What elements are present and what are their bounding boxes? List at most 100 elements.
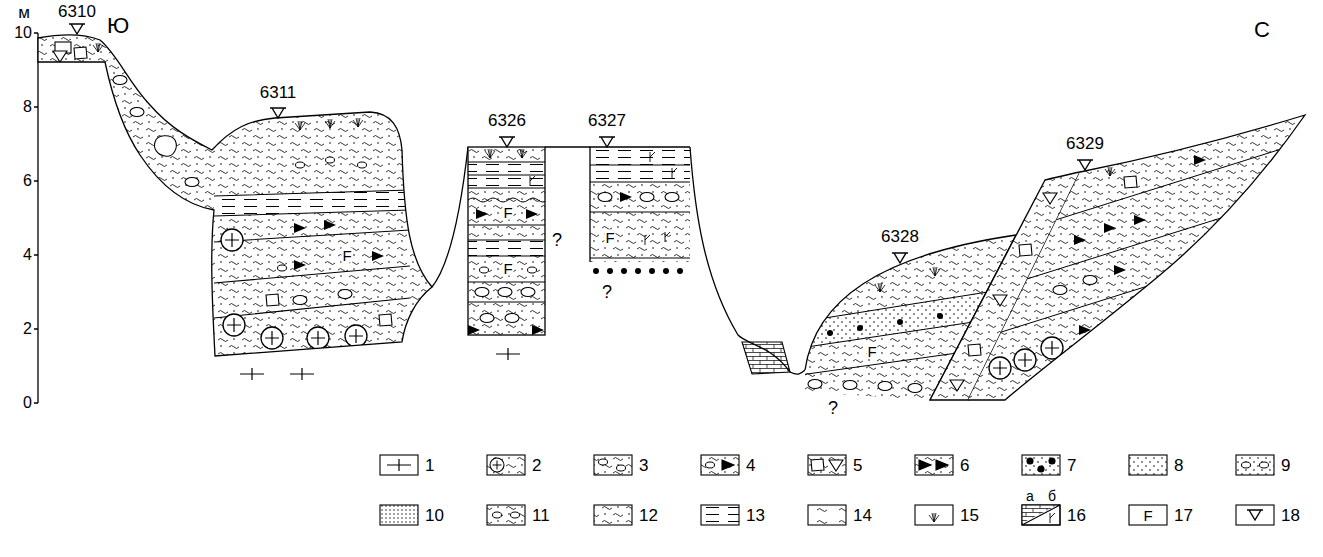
section-6326: [530, 176, 535, 186]
legend-swatches: [490, 458, 504, 472]
legend-swatches: [811, 459, 824, 471]
section-6329: [989, 357, 1011, 379]
inclined-band: [1043, 193, 1057, 204]
section-6327: [640, 193, 654, 202]
section-6326: [532, 325, 544, 335]
section-6327: [621, 268, 627, 274]
legend-swatches: [493, 512, 502, 518]
section-6329: [1083, 276, 1097, 285]
section-6327: [645, 235, 650, 245]
section-6311: [53, 51, 67, 62]
section-6328: [937, 313, 943, 319]
ground-line: [690, 147, 805, 374]
section-6329: [1074, 235, 1086, 245]
inclined-band: [968, 344, 981, 356]
legend-swatches: [701, 505, 739, 525]
legend-swatches: [487, 505, 525, 525]
section-6327: [672, 168, 677, 178]
section-marker: [599, 137, 615, 147]
legend-swatches: [1022, 505, 1060, 525]
inclined-band: [930, 172, 1080, 400]
section-6327: [620, 192, 632, 202]
section-6311: [379, 314, 392, 326]
section-6311: [214, 190, 410, 216]
section-6328: [897, 319, 903, 325]
section-6328: [843, 381, 857, 390]
legend-number: 13: [746, 507, 765, 524]
legend-swatches: [808, 455, 846, 475]
section-6326: [521, 288, 535, 297]
legend-swatches: [1247, 510, 1263, 520]
section-6327: [663, 268, 669, 274]
legend-number: 4: [746, 457, 755, 474]
section-6327: [635, 268, 641, 274]
section-6311: [30, 20, 430, 365]
inclined-band: [950, 380, 964, 391]
section-6329: [1104, 223, 1116, 233]
direction-label: С: [1254, 19, 1270, 41]
legend-number: 7: [1067, 457, 1076, 474]
legend-number: 1: [425, 457, 434, 474]
section-6311: [372, 251, 384, 261]
height-axis: [34, 33, 38, 403]
section-6327: [593, 268, 683, 274]
fauna-mark: F: [866, 344, 877, 359]
section-6311: [74, 47, 87, 59]
legend-number: 2: [532, 457, 541, 474]
section-6311: [290, 368, 314, 380]
section-6326: [475, 288, 489, 297]
legend-number: 16: [1067, 507, 1086, 524]
ground-line: [545, 146, 590, 147]
section-6311: [338, 290, 352, 299]
section-6328: [808, 380, 822, 389]
legend-swatches: [599, 459, 608, 465]
axis-number: 6: [23, 173, 32, 189]
question-mark: ?: [551, 231, 563, 249]
inclined-band: [993, 295, 1007, 306]
section-6327: [590, 147, 690, 262]
section-6326: [480, 314, 494, 323]
section-6311: [240, 368, 264, 380]
section-marker: [892, 253, 908, 263]
section-6327: [607, 268, 613, 274]
legend-symbol: F: [1143, 508, 1152, 523]
legend-swatches: [722, 460, 734, 470]
section-6311: [358, 162, 367, 168]
legend-swatches: [380, 505, 418, 525]
section-6329: [1114, 265, 1126, 275]
section-6326: [528, 267, 537, 273]
section-6329: [960, 140, 1310, 345]
section-6329: [960, 110, 1310, 405]
legend-number: 6: [960, 457, 969, 474]
section-6329: [1124, 176, 1137, 188]
legend-number: 18: [1281, 507, 1300, 524]
section-6326: [468, 147, 545, 335]
section-6329: [1014, 349, 1036, 371]
section-6311: [38, 35, 432, 356]
section-6329: [968, 115, 1305, 400]
height-axis: [37, 33, 38, 403]
legend-swatches: [1242, 462, 1251, 468]
legend-swatches: [701, 455, 739, 475]
section-6311: [295, 121, 305, 130]
section-6311: [325, 119, 335, 128]
section-6327: [650, 152, 655, 162]
legend-swatches: [1022, 505, 1060, 525]
legend-number: 17: [1174, 507, 1193, 524]
section-6328: [857, 325, 863, 331]
axis-number: 0: [23, 395, 32, 411]
section-6311: [30, 20, 432, 380]
section-6327: [665, 193, 679, 202]
legend-sublabel: а: [1026, 489, 1034, 503]
legend-swatches: [594, 455, 632, 475]
section-6327: [590, 147, 690, 262]
legend-swatches: [380, 455, 418, 475]
legend-swatches: [919, 460, 931, 470]
section-6329: [1134, 215, 1146, 225]
legend-number: 3: [639, 457, 648, 474]
section-6326: [485, 149, 495, 158]
section-6311: [296, 162, 305, 168]
fauna-mark: F: [604, 230, 615, 245]
legend-swatches: [617, 465, 626, 471]
